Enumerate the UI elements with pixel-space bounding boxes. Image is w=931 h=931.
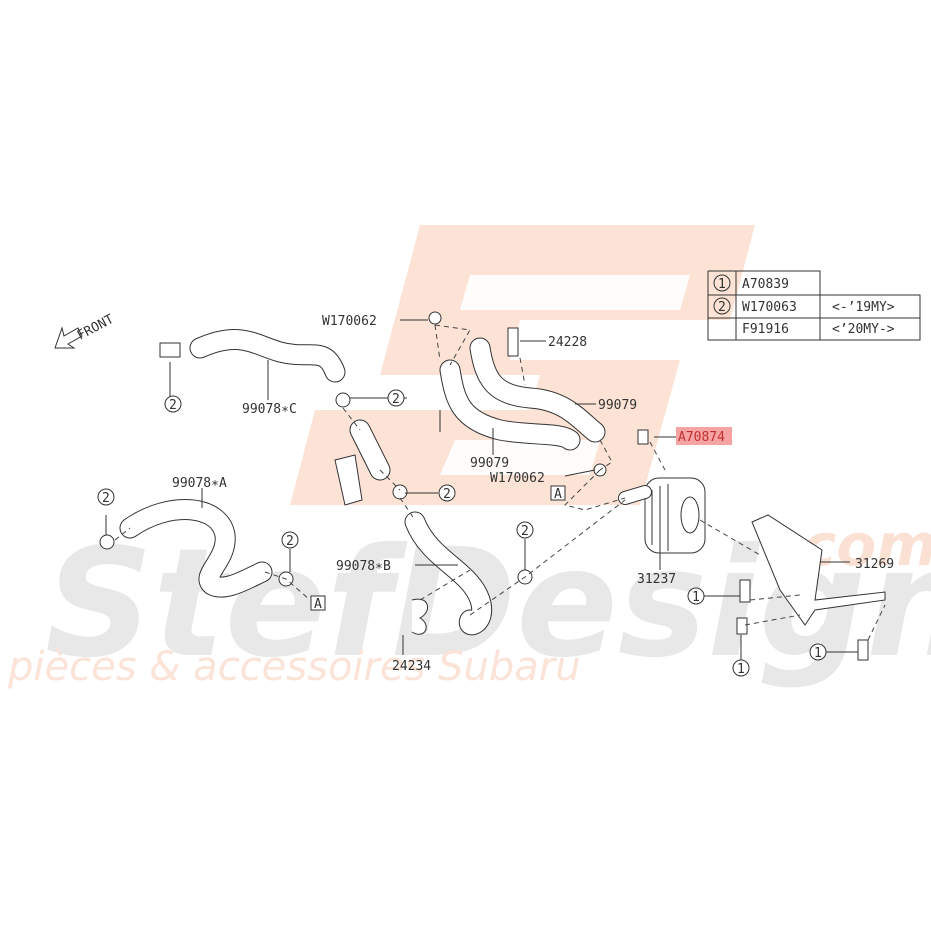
label-24234[interactable]: 24234: [392, 659, 431, 674]
check-valve: [507, 327, 519, 357]
svg-text:2: 2: [286, 534, 294, 549]
label-w170062-mid[interactable]: W170062: [490, 471, 545, 486]
svg-text:2: 2: [521, 524, 529, 539]
svg-text:2: 2: [169, 398, 177, 413]
table-ref-2: 2: [718, 300, 726, 315]
label-99079-right[interactable]: 99079: [598, 398, 637, 413]
oil-cooler: [618, 477, 706, 554]
svg-text:2: 2: [102, 491, 110, 506]
table-note-19my: <-’19MY>: [832, 300, 895, 315]
ref-a: A: [310, 595, 326, 612]
svg-text:1: 1: [737, 662, 745, 677]
front-arrow-icon: [54, 326, 83, 349]
highlight-a70874: [676, 427, 732, 445]
ref-2: 2: [387, 389, 405, 407]
reference-marks: 2 2 2 2 2 2 1 1 1 A A: [97, 389, 827, 677]
hose-clamp: [99, 534, 115, 550]
svg-text:1: 1: [692, 590, 700, 605]
label-a70874[interactable]: A70874: [678, 430, 725, 445]
svg-text:2: 2: [392, 392, 400, 407]
assembly-lines: [114, 324, 886, 641]
ref-2: 2: [97, 488, 115, 506]
hose-clamp: [335, 392, 351, 408]
bolt: [736, 617, 748, 635]
label-99078c[interactable]: 99078∗C: [242, 402, 297, 417]
svg-text:2: 2: [443, 487, 451, 502]
legend-table: 1 A70839 2 W170063 <-’19MY> F91916 <’20M…: [707, 270, 921, 341]
label-99078b[interactable]: 99078∗B: [336, 559, 391, 574]
ref-1: 1: [687, 587, 705, 605]
ref-a: A: [550, 485, 566, 502]
watermark-tagline: pièces & accessoires Subaru: [7, 644, 581, 690]
part-labels: W170062 24228 99079 A70874 99079 W170062…: [172, 314, 894, 674]
label-24228[interactable]: 24228: [548, 335, 587, 350]
label-99078a[interactable]: 99078∗A: [172, 476, 227, 491]
bolt: [739, 579, 751, 603]
label-31269[interactable]: 31269: [855, 557, 894, 572]
front-label: FRONT: [75, 312, 117, 344]
ref-1: 1: [809, 643, 827, 661]
label-99079-mid[interactable]: 99079: [470, 456, 509, 471]
label-31237[interactable]: 31237: [637, 572, 676, 587]
bracket-31269: [751, 514, 886, 626]
ref-2: 2: [281, 531, 299, 549]
ref-2: 2: [164, 395, 182, 413]
bolt-a70874: [637, 429, 649, 445]
hose-clamp: [428, 311, 442, 325]
ref-1: 1: [732, 659, 750, 677]
bolt: [857, 639, 869, 661]
table-note-20my: <’20MY->: [832, 322, 895, 337]
table-part-a70839[interactable]: A70839: [742, 277, 789, 292]
bracket: [334, 454, 363, 506]
svg-text:A: A: [554, 487, 562, 502]
hose-clamp: [159, 342, 181, 358]
hoses: [119, 329, 606, 636]
table-part-f91916[interactable]: F91916: [742, 322, 789, 337]
table-ref-1: 1: [718, 277, 726, 292]
ref-2: 2: [438, 484, 456, 502]
clip-24234: [411, 598, 428, 635]
ref-2: 2: [516, 521, 534, 539]
leader-lines: [105, 319, 858, 660]
hose-clamp: [392, 484, 408, 500]
table-part-w170063[interactable]: W170063: [742, 300, 797, 315]
label-w170062-top[interactable]: W170062: [322, 314, 377, 329]
svg-text:A: A: [314, 597, 322, 612]
svg-text:1: 1: [814, 646, 822, 661]
front-indicator: FRONT: [54, 312, 117, 349]
